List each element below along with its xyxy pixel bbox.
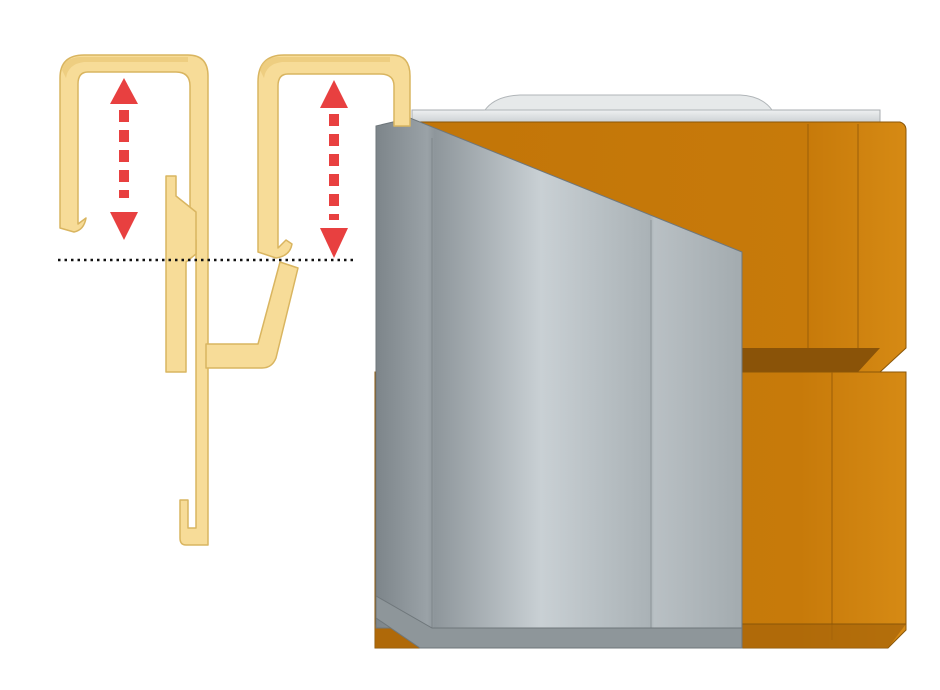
gray-cylinder bbox=[375, 117, 743, 649]
clip-shading bbox=[62, 57, 390, 78]
double-arrow-right bbox=[320, 80, 348, 258]
clip-connector-arm bbox=[205, 261, 299, 369]
clip-left-hook bbox=[59, 54, 209, 546]
cylinder-bottom-chamfer bbox=[375, 595, 743, 649]
clip-stem bbox=[165, 175, 197, 373]
spring-clip bbox=[59, 54, 411, 546]
housing-top-dome bbox=[484, 94, 773, 111]
clip-right-hook bbox=[257, 54, 411, 259]
housing-ledge bbox=[740, 348, 880, 372]
double-arrow-left bbox=[110, 78, 138, 240]
